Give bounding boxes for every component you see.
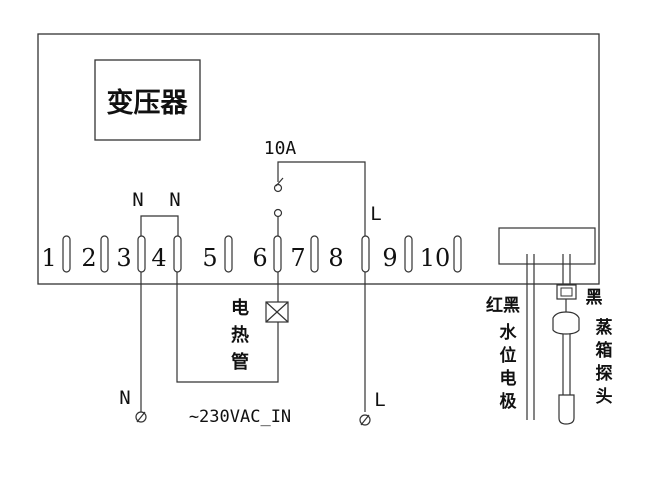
electrode-label-char: 极 bbox=[500, 392, 517, 412]
switch-contact-upper bbox=[273, 183, 283, 193]
terminal-slot bbox=[224, 235, 233, 273]
terminal-number: 10 bbox=[420, 244, 451, 272]
controller-board-outline bbox=[37, 33, 600, 285]
terminal-number: 7 bbox=[290, 244, 305, 272]
terminal-slot bbox=[62, 235, 71, 273]
terminal-number: 5 bbox=[202, 244, 217, 272]
neutral-label: N bbox=[169, 189, 180, 211]
terminal-number: 6 bbox=[252, 244, 267, 272]
probe-label-char: 探 bbox=[596, 363, 613, 384]
heater-return-wire bbox=[176, 272, 279, 383]
electrode-label-char: 位 bbox=[500, 345, 517, 366]
terminal-slash bbox=[360, 414, 370, 426]
sensor-connector-box bbox=[498, 227, 596, 265]
probe-plug-inner bbox=[560, 287, 573, 297]
terminal-strip: 1 2 3 4 5 6 7 8 9 10 bbox=[41, 235, 462, 273]
transformer-box bbox=[94, 59, 201, 141]
terminal-number: 8 bbox=[328, 244, 343, 272]
terminal-slot bbox=[310, 235, 319, 273]
terminal-number: 1 bbox=[41, 244, 56, 272]
probe-label-char: 头 bbox=[596, 387, 613, 407]
terminal-number: 3 bbox=[116, 244, 131, 272]
neutral-label: N bbox=[132, 189, 143, 211]
terminal-slot bbox=[273, 235, 282, 273]
electrode-wire-colors: 红黑 bbox=[486, 295, 520, 316]
terminal-slot bbox=[361, 235, 370, 273]
probe-label-char: 箱 bbox=[596, 340, 613, 361]
terminal-slash bbox=[136, 411, 146, 423]
terminal-slot bbox=[404, 235, 413, 273]
terminal-number: 4 bbox=[151, 244, 166, 272]
heater-label-char: 热 bbox=[231, 324, 249, 346]
probe-connector bbox=[552, 311, 580, 335]
neutral-jumper-wire bbox=[140, 215, 179, 236]
terminal-slot bbox=[100, 235, 109, 273]
probe-label-char: 蒸 bbox=[596, 318, 613, 338]
supply-voltage-label: ~230VAC_IN bbox=[189, 407, 291, 427]
live-wire-to-switch bbox=[277, 161, 366, 236]
terminal-slot bbox=[137, 235, 146, 273]
terminal-slot bbox=[453, 235, 462, 273]
heater-label-char: 电 bbox=[231, 297, 249, 319]
switch-blade bbox=[275, 177, 284, 187]
terminal-number: 2 bbox=[81, 244, 96, 272]
electrode-label-char: 水 bbox=[500, 322, 518, 343]
heater-element-box bbox=[265, 301, 289, 323]
terminal-number: 9 bbox=[382, 244, 397, 272]
transformer-label: 变压器 bbox=[107, 87, 189, 119]
heater-label-char: 管 bbox=[231, 351, 249, 373]
supply-neutral-label: N bbox=[119, 387, 130, 409]
supply-live-label: L bbox=[374, 389, 385, 411]
live-label-top: L bbox=[370, 203, 381, 225]
switch-rating-label: 10A bbox=[264, 138, 297, 159]
probe-tip bbox=[558, 394, 575, 425]
probe-plug bbox=[556, 284, 577, 300]
probe-wire-color: 黑 bbox=[586, 288, 603, 308]
heater-element-cross bbox=[265, 301, 289, 323]
switch-contact-lower bbox=[273, 208, 283, 218]
terminal-slot bbox=[173, 235, 182, 273]
electrode-label-char: 电 bbox=[500, 368, 517, 389]
